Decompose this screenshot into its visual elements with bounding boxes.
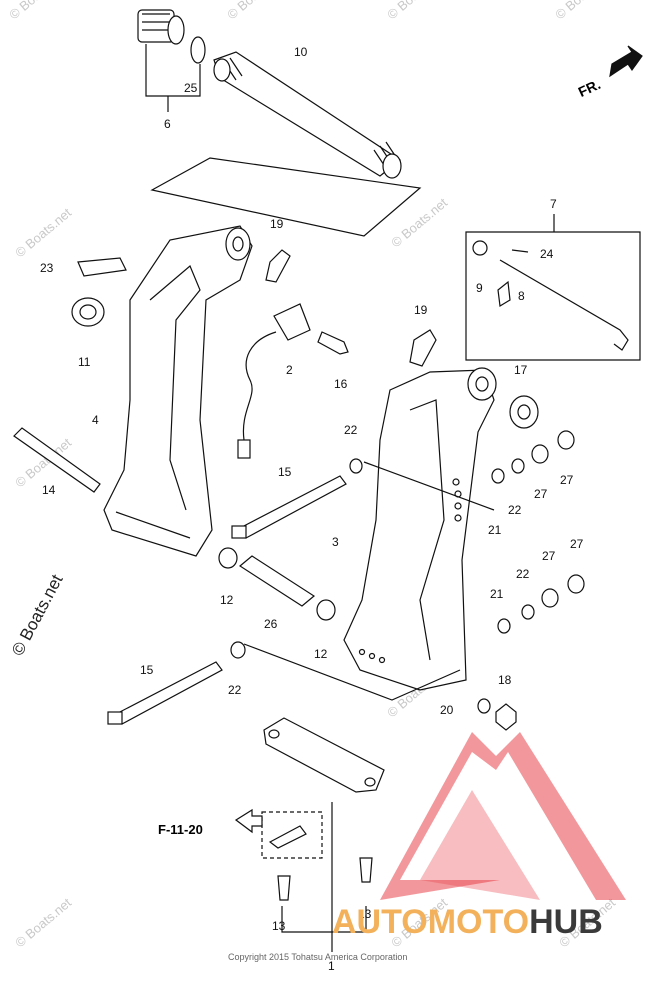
callout-27: 27	[534, 487, 548, 501]
callout-22: 22	[228, 683, 242, 697]
part-6-sleeve	[137, 9, 185, 45]
watermark: © Boats.net	[552, 0, 614, 22]
callout-17: 17	[514, 363, 528, 377]
callout-24: 24	[540, 247, 554, 261]
callout-25: 25	[184, 81, 198, 95]
callout-18: 18	[498, 673, 512, 687]
callout-22: 22	[344, 423, 358, 437]
part-3-right-bracket	[343, 367, 497, 691]
part-25-oring	[190, 36, 206, 64]
callout-13: 13	[272, 919, 286, 933]
watermark: © Boats.net	[224, 0, 286, 22]
callout-3: 3	[332, 535, 339, 549]
part-10-shaft	[213, 51, 402, 179]
watermark-group: © Boats.net © Boats.net © Boats.net © Bo…	[6, 0, 618, 950]
callout-21: 21	[488, 523, 502, 537]
callout-27: 27	[570, 537, 584, 551]
callout-11: 11	[78, 355, 91, 369]
callout-14: 14	[42, 483, 56, 497]
brand-logo-icon	[380, 732, 626, 900]
callout-23: 23	[40, 261, 54, 275]
callout-labels: 6 25 10 7 24 9 8 23 19 19 11 2 16 17 4 2…	[40, 45, 584, 973]
callout-9: 9	[476, 281, 483, 295]
callout-15: 15	[278, 465, 292, 479]
brand-part-3: HUB	[529, 903, 603, 941]
callout-27: 27	[560, 473, 574, 487]
callout-26: 26	[264, 617, 278, 631]
callout-16: 16	[334, 377, 348, 391]
watermark: © Boats.net	[12, 205, 74, 261]
callout-4: 4	[92, 413, 99, 427]
brand-part-2: MOTO	[427, 903, 530, 941]
callout-22: 22	[516, 567, 530, 581]
watermark: © Boats.net	[384, 0, 446, 22]
callout-10: 10	[294, 45, 308, 59]
figure-reference-label: F-11-20	[158, 822, 203, 837]
callout-8: 8	[518, 289, 525, 303]
callout-13: 13	[358, 907, 372, 921]
callout-19: 19	[270, 217, 284, 231]
callout-20: 20	[440, 703, 454, 717]
watermark: © Boats.net	[12, 895, 74, 951]
callout-6: 6	[164, 117, 171, 131]
drawing-lines	[13, 9, 643, 952]
callout-22: 22	[508, 503, 522, 517]
part-4-left-bracket	[103, 225, 253, 557]
callout-27: 27	[542, 549, 556, 563]
callout-12: 12	[220, 593, 234, 607]
callout-7: 7	[550, 197, 557, 211]
callout-19: 19	[414, 303, 428, 317]
watermark: © Boats.net	[6, 0, 68, 22]
callout-2: 2	[286, 363, 293, 377]
brand-part-1: AUTO	[332, 903, 428, 941]
brand-wordmark: AUTOMOTOHUB	[332, 902, 603, 942]
callout-15: 15	[140, 663, 154, 677]
watermark: © Boats.net	[388, 195, 450, 251]
copyright-text: Copyright 2015 Tohatsu America Corporati…	[228, 952, 408, 962]
callout-1: 1	[328, 959, 335, 973]
callout-21: 21	[490, 587, 504, 601]
callout-12: 12	[314, 647, 328, 661]
